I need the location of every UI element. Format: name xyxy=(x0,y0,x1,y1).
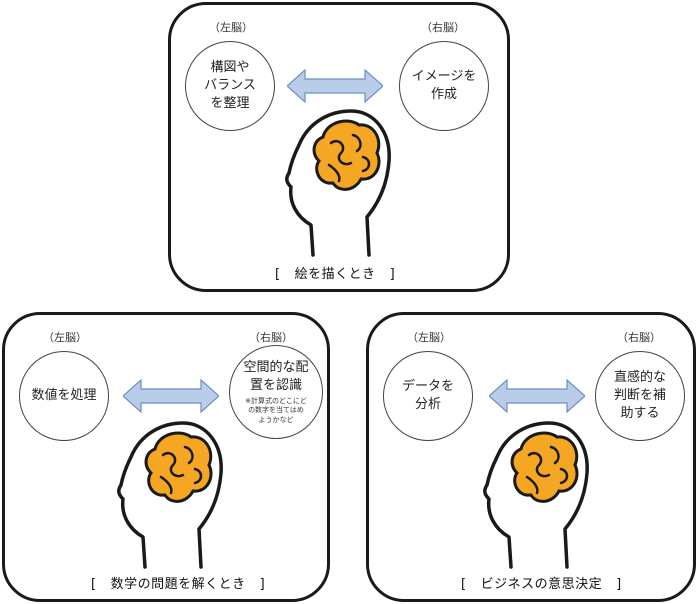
caption-bracket-close: ] xyxy=(259,577,266,592)
right-brain-text: イメージを 作成 xyxy=(411,68,477,102)
right-brain-label: （右脳） xyxy=(249,331,293,344)
left-brain-text: 数値を処理 xyxy=(31,387,97,403)
panel-business: （左脳） （右脳） データを 分析 直感的な 判断を補 助する [ ビジネスの意思… xyxy=(366,312,696,602)
right-brain-bubble: 直感的な 判断を補 助する xyxy=(595,351,685,441)
right-brain-note: ※計算式のどこにど の数字を当てはめ ようかなど xyxy=(245,397,307,424)
brain-icon xyxy=(312,119,381,191)
double-arrow-icon xyxy=(287,69,383,103)
caption-bracket-open: [ xyxy=(91,577,97,592)
caption-text: 数学の問題を解くとき xyxy=(110,577,246,592)
left-brain-label: （左脳） xyxy=(209,21,253,34)
head-profile-icon xyxy=(483,421,589,569)
brain-icon xyxy=(144,431,213,503)
caption-bracket-close: ] xyxy=(616,577,622,592)
right-brain-text: 直感的な 判断を補 助する xyxy=(613,369,666,422)
left-brain-text: 構図や バランス を整理 xyxy=(204,59,256,112)
left-brain-label: （左脳） xyxy=(43,331,87,344)
double-arrow-icon xyxy=(489,379,585,413)
caption-text: 絵を描くとき xyxy=(294,267,376,282)
right-brain-text: 空間的な配 置を認識 xyxy=(243,359,309,393)
left-brain-text: データを 分析 xyxy=(401,378,454,412)
left-brain-bubble: 構図や バランス を整理 xyxy=(185,41,275,131)
caption: [ 絵を描くとき] xyxy=(275,263,395,282)
caption: [ 数学の問題を解くとき] xyxy=(91,573,265,592)
left-brain-label: （左脳） xyxy=(407,331,451,344)
caption-text: ビジネスの意思決定 xyxy=(480,577,603,592)
right-brain-label: （右脳） xyxy=(617,331,661,344)
caption: [ ビジネスの意思決定] xyxy=(461,573,622,592)
brain-icon xyxy=(510,431,579,503)
left-brain-bubble: データを 分析 xyxy=(383,351,473,441)
panel-drawing: （左脳） （右脳） 構図や バランス を整理 イメージを 作成 [ 絵を描くとき] xyxy=(168,2,510,292)
panel-math: （左脳） （右脳） 数値を処理 空間的な配 置を認識 ※計算式のどこにど の数字… xyxy=(2,312,330,602)
double-arrow-icon xyxy=(123,379,219,413)
caption-bracket-open: [ xyxy=(275,267,281,282)
caption-bracket-open: [ xyxy=(461,577,467,592)
right-brain-bubble: 空間的な配 置を認識 ※計算式のどこにど の数字を当てはめ ようかなど xyxy=(229,345,323,439)
left-brain-bubble: 数値を処理 xyxy=(19,351,109,441)
caption-bracket-close: ] xyxy=(389,267,396,282)
head-profile-icon xyxy=(285,109,391,257)
right-brain-bubble: イメージを 作成 xyxy=(399,41,489,131)
head-profile-icon xyxy=(117,421,223,569)
right-brain-label: （右脳） xyxy=(421,21,465,34)
